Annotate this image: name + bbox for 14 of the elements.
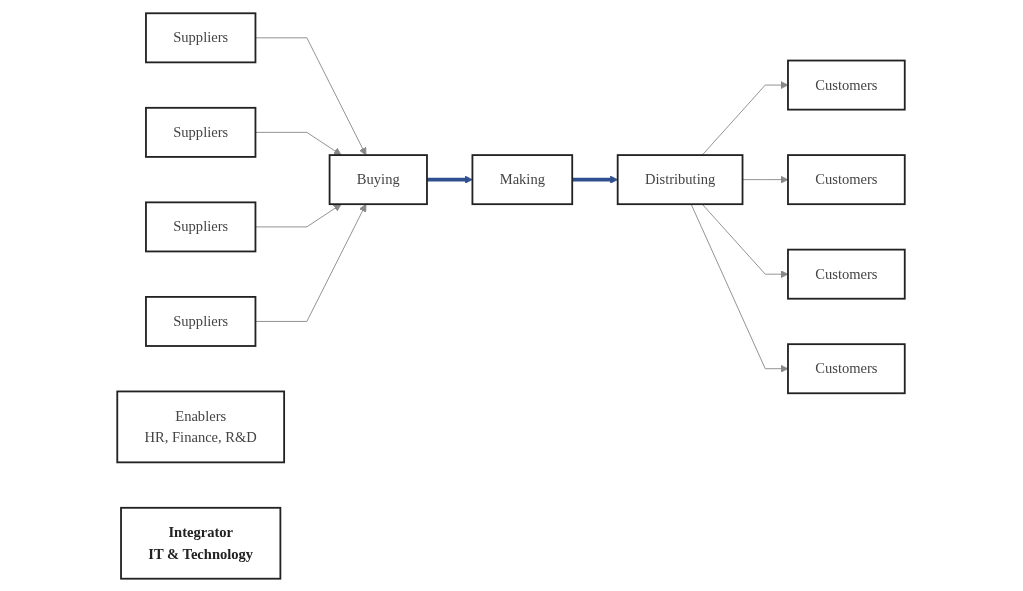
node-box: Customers <box>787 342 907 394</box>
node-box: Suppliers <box>145 106 257 158</box>
arrow <box>572 175 619 184</box>
node-box: Customers <box>787 248 907 300</box>
node-box: Making <box>472 153 574 205</box>
node-box: Enablers HR, Finance, R&D <box>116 390 286 463</box>
node-box: Integrator IT & Technology <box>120 506 282 580</box>
node-box: Suppliers <box>145 295 257 347</box>
node-box: Suppliers <box>145 11 257 63</box>
node-box: Customers <box>787 153 907 205</box>
node-box: Suppliers <box>145 200 257 252</box>
node-box: Buying <box>329 153 429 205</box>
node-box: Distributing <box>617 153 744 205</box>
node-box: Customers <box>787 59 907 111</box>
